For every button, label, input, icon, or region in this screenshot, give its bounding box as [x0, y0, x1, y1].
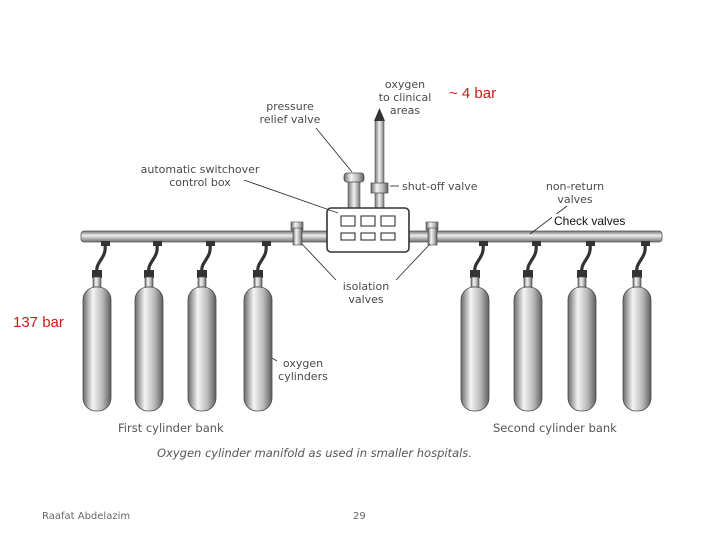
cylinder-valve-icon: [577, 270, 587, 278]
cylinder-neck: [470, 276, 480, 288]
cylinder-body: [513, 286, 543, 412]
label-nonreturn-valves: non-return valves: [545, 180, 605, 206]
outlet-arrow-icon: [374, 108, 385, 121]
check-valve: [153, 241, 162, 246]
oxygen-cylinder: [134, 241, 164, 412]
oxygen-cylinder: [82, 241, 112, 412]
annotation-high-pressure: 137 bar: [13, 314, 64, 331]
cylinder-body: [82, 286, 112, 412]
cylinder-neck: [144, 276, 154, 288]
cylinder-neck: [577, 276, 587, 288]
annotation-low-pressure: ~ 4 bar: [449, 85, 497, 102]
label-shutoff-valve: shut-off valve: [402, 180, 478, 193]
cylinder-valve-icon: [523, 270, 533, 278]
cylinder-valve-icon: [470, 270, 480, 278]
pigtail-tube: [526, 244, 538, 273]
check-valve: [262, 241, 271, 246]
oxygen-cylinder: [460, 241, 490, 412]
pressure-relief-valve-stem: [347, 179, 361, 211]
check-valve: [206, 241, 215, 246]
cylinder-body: [243, 286, 273, 412]
label-second-cylinder-bank: Second cylinder bank: [493, 421, 617, 435]
check-valve: [586, 241, 595, 246]
check-valve: [532, 241, 541, 246]
pigtail-tube: [580, 244, 592, 273]
cylinder-valve-icon: [632, 270, 642, 278]
outlet-pipe: [374, 119, 385, 211]
cylinder-valve-icon: [253, 270, 263, 278]
shutoff-valve: [370, 182, 389, 194]
footer-author: Raafat Abdelazim: [42, 511, 131, 522]
cylinder-neck: [632, 276, 642, 288]
label-isolation-valves: isolation valves: [342, 280, 390, 306]
footer-page-number: 29: [353, 511, 366, 522]
control-panel-slot: [380, 232, 396, 241]
pigtail-tube: [200, 244, 212, 273]
pigtail-tube: [147, 244, 159, 273]
cylinder-valve-icon: [144, 270, 154, 278]
label-oxygen-cylinders: oxygen cylinders: [278, 357, 328, 383]
pigtail-tube: [95, 244, 107, 273]
label-first-cylinder-bank: First cylinder bank: [118, 421, 224, 435]
cylinder-valve-icon: [197, 270, 207, 278]
pigtail-tube: [473, 244, 485, 273]
oxygen-cylinder: [567, 241, 597, 412]
check-valve: [641, 241, 650, 246]
oxygen-cylinder: [513, 241, 543, 412]
label-oxygen-to-clinical: oxygen to clinical areas: [378, 78, 432, 117]
switchover-control-box: [326, 207, 410, 253]
cylinder-body: [134, 286, 164, 412]
oxygen-cylinder: [187, 241, 217, 412]
figure-caption: Oxygen cylinder manifold as used in smal…: [157, 446, 472, 460]
control-panel-slot: [340, 215, 356, 227]
check-valve: [479, 241, 488, 246]
oxygen-cylinder: [622, 241, 652, 412]
cylinder-body: [567, 286, 597, 412]
control-panel-slot: [360, 232, 376, 241]
isolation-valve-left: [290, 221, 304, 246]
cylinder-neck: [197, 276, 207, 288]
cylinder-body: [622, 286, 652, 412]
cylinder-group: [82, 241, 652, 412]
cylinder-body: [187, 286, 217, 412]
isolation-valve-right: [425, 221, 439, 246]
pigtail-tube: [635, 244, 647, 273]
control-panel-slot: [380, 215, 396, 227]
cylinder-valve-icon: [92, 270, 102, 278]
control-panel-slot: [360, 215, 376, 227]
cylinder-neck: [253, 276, 263, 288]
cylinder-neck: [92, 276, 102, 288]
label-switchover-control-box: automatic switchover control box: [140, 163, 260, 189]
label-pressure-relief-valve: pressure relief valve: [259, 100, 321, 126]
control-panel-slot: [340, 232, 356, 241]
cylinder-body: [460, 286, 490, 412]
oxygen-cylinder: [243, 241, 273, 412]
annotation-check-valves: Check valves: [552, 214, 628, 228]
pigtail-tube: [256, 244, 268, 273]
check-valve: [101, 241, 110, 246]
pressure-relief-valve-cap: [343, 172, 365, 183]
cylinder-neck: [523, 276, 533, 288]
